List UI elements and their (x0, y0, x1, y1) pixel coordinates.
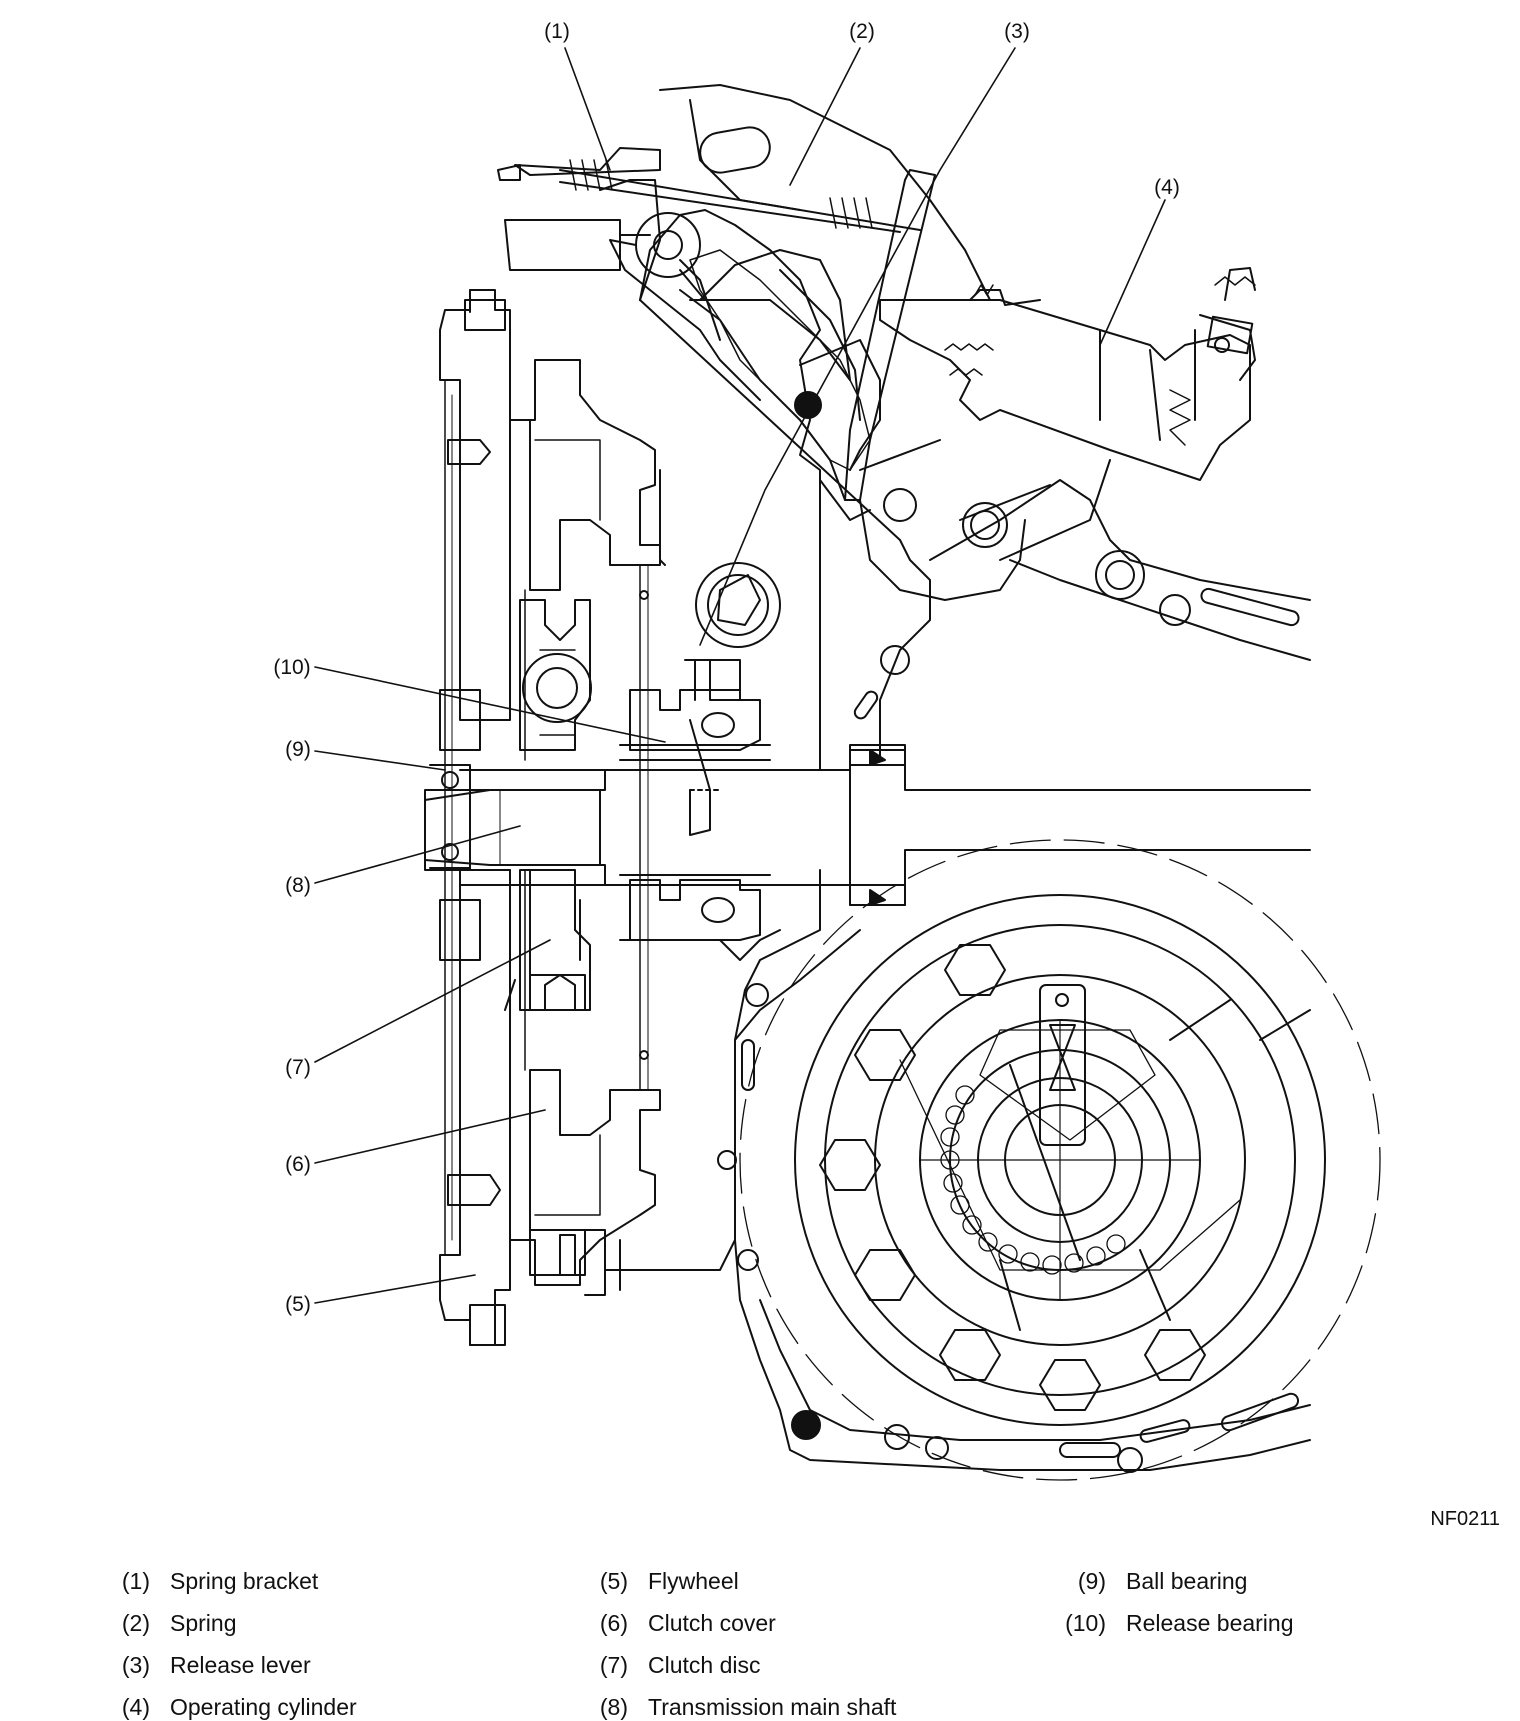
operating-cylinder (880, 268, 1255, 599)
differential-gear (740, 840, 1380, 1480)
callout-10: (10) (273, 656, 311, 679)
ball-bearing (430, 765, 470, 868)
figure-id: NF0211 (1430, 1508, 1500, 1530)
legend-number: (6) (599, 1610, 628, 1636)
legend-item: (5) Flywheel (568, 1568, 739, 1595)
legend: (1) Spring bracket (2) Spring (3) Release l… (0, 1568, 1520, 1720)
legend-number: (4) (121, 1694, 150, 1720)
legend-item: (1) Spring bracket (90, 1568, 318, 1595)
legend-item: (2) Spring (90, 1610, 237, 1637)
legend-label: Clutch disc (648, 1652, 761, 1678)
legend-number: (8) (599, 1694, 628, 1720)
legend-item: (4) Operating cylinder (90, 1694, 357, 1721)
filled-dot-marker (792, 1411, 820, 1439)
callout-4: (4) (1154, 176, 1180, 199)
legend-number: (9) (1077, 1568, 1106, 1594)
callout-9: (9) (285, 738, 311, 761)
legend-item: (7) Clutch disc (568, 1652, 761, 1679)
spring (560, 160, 920, 470)
callout-7: (7) (285, 1056, 311, 1079)
callout-5: (5) (285, 1293, 311, 1316)
legend-item: (8) Transmission main shaft (568, 1694, 897, 1721)
release-lever (680, 170, 1025, 835)
callout-8: (8) (285, 874, 311, 897)
legend-label: Flywheel (648, 1568, 739, 1594)
legend-number: (1) (121, 1568, 150, 1594)
legend-label: Spring (170, 1610, 237, 1636)
clutch-cover (510, 360, 665, 1295)
leader-lines (315, 48, 1165, 1303)
flywheel (425, 290, 510, 1345)
callout-6: (6) (285, 1153, 311, 1176)
legend-number: (7) (599, 1652, 628, 1678)
legend-item: (6) Clutch cover (568, 1610, 776, 1637)
legend-label: Spring bracket (170, 1568, 319, 1594)
clutch-assembly-cross-section (0, 0, 1520, 1540)
legend-number: (3) (121, 1652, 150, 1678)
callout-1: (1) (544, 20, 570, 43)
transmission-main-shaft (425, 745, 1310, 905)
legend-label: Release bearing (1126, 1610, 1294, 1636)
legend-label: Clutch cover (648, 1610, 776, 1636)
legend-item: (3) Release lever (90, 1652, 311, 1679)
legend-label: Release lever (170, 1652, 311, 1678)
legend-label: Ball bearing (1126, 1568, 1248, 1594)
legend-number: (10) (1065, 1610, 1106, 1636)
legend-number: (2) (121, 1610, 150, 1636)
legend-item: (10) Release bearing (1046, 1610, 1294, 1637)
clutch-disc (505, 590, 591, 1070)
spring-bracket (498, 148, 660, 180)
release-bearing (620, 660, 770, 940)
callout-2: (2) (849, 20, 875, 43)
legend-label: Transmission main shaft (648, 1694, 897, 1720)
legend-item: (9) Ball bearing (1046, 1568, 1248, 1595)
legend-label: Operating cylinder (170, 1694, 357, 1720)
callout-3: (3) (1004, 20, 1030, 43)
legend-number: (5) (599, 1568, 628, 1594)
